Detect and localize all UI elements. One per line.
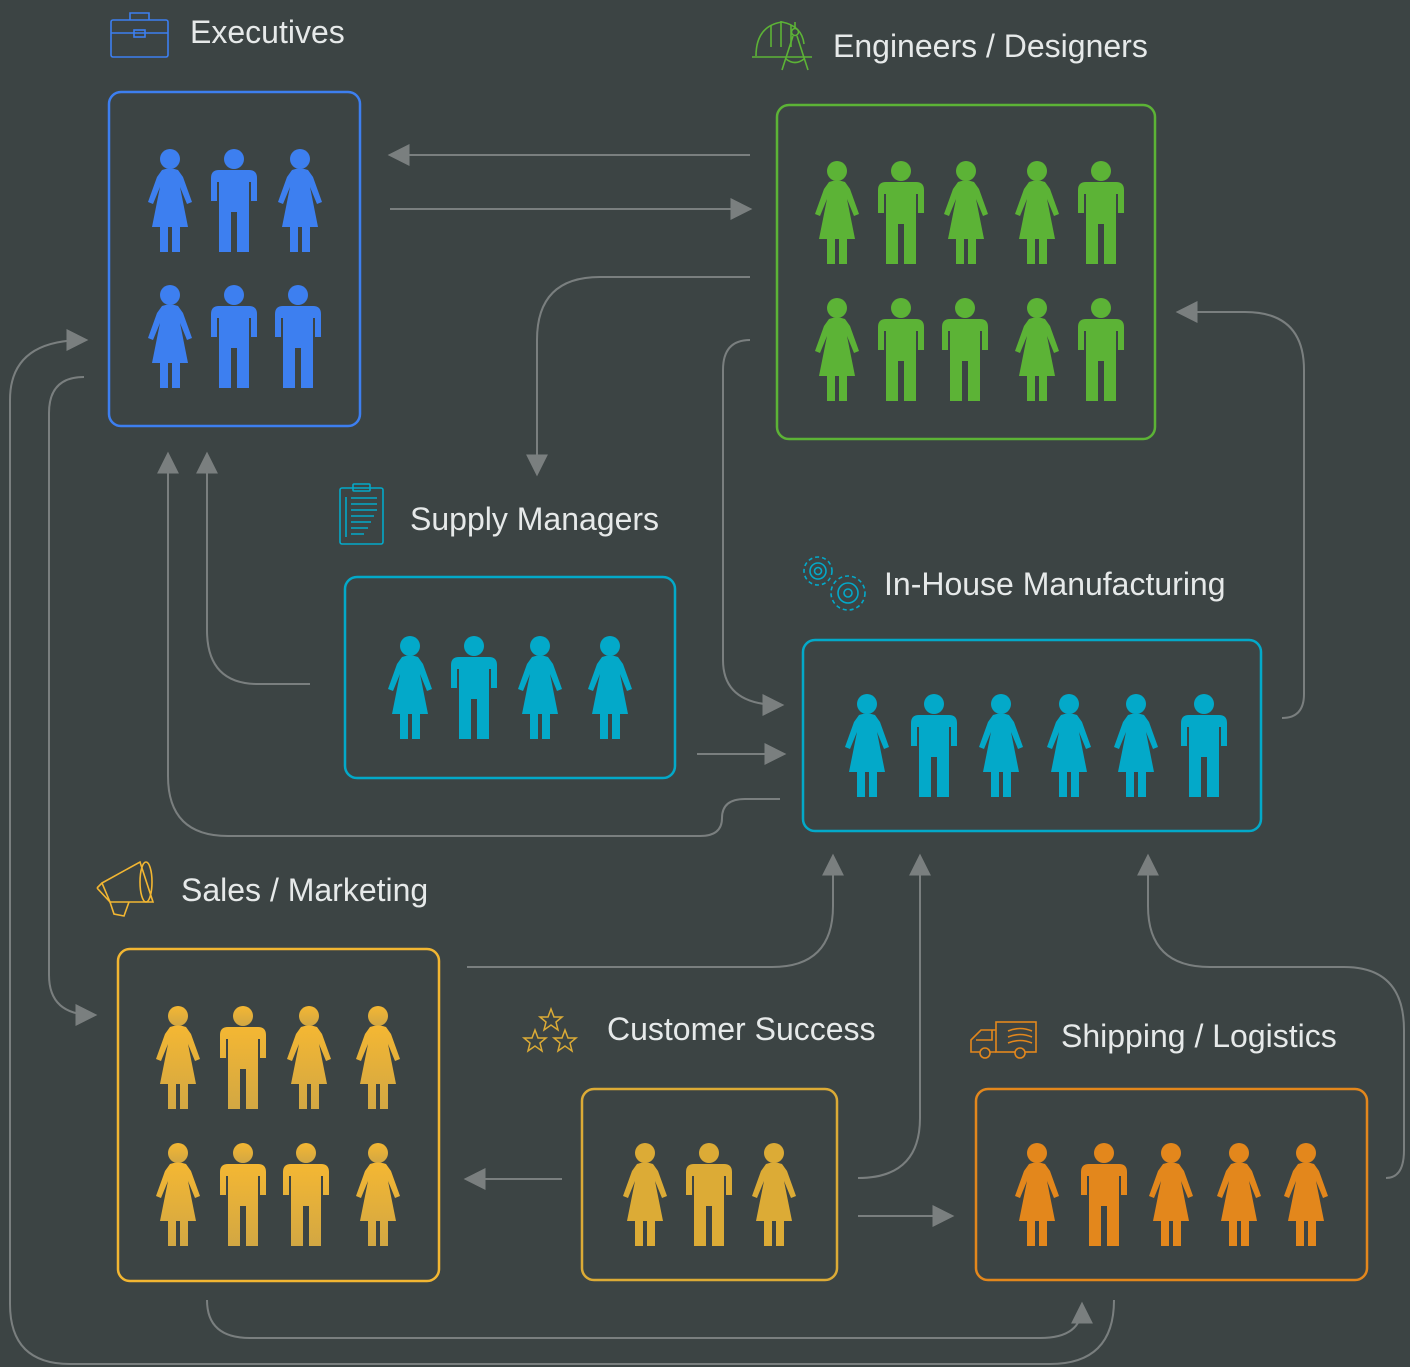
person-female-icon bbox=[388, 636, 432, 739]
person-male-icon bbox=[1078, 161, 1124, 264]
sales-box bbox=[116, 947, 441, 1283]
person-female-icon bbox=[815, 298, 859, 401]
arrow-executives-to-sales bbox=[48, 376, 98, 1026]
customer-success-label: Customer Success bbox=[607, 1011, 876, 1047]
person-female-icon bbox=[944, 161, 988, 264]
person-female-icon bbox=[979, 694, 1023, 797]
person-female-icon bbox=[1015, 161, 1059, 264]
arrow-engineers-to-supply bbox=[526, 276, 750, 477]
arrow-manufacturing-to-executives bbox=[157, 451, 780, 837]
person-female-icon bbox=[287, 1006, 331, 1109]
delivery-truck-icon bbox=[970, 1021, 1037, 1059]
person-male-icon bbox=[283, 1143, 329, 1246]
person-male-icon bbox=[686, 1143, 732, 1246]
person-female-icon bbox=[752, 1143, 796, 1246]
person-female-icon bbox=[623, 1143, 667, 1246]
arrow-loop-to-executives bbox=[9, 329, 1115, 1365]
person-female-icon bbox=[148, 149, 192, 252]
briefcase-icon bbox=[110, 12, 169, 58]
megaphone-icon bbox=[96, 860, 155, 917]
person-male-icon bbox=[275, 285, 321, 388]
clipboard-icon bbox=[339, 483, 384, 545]
person-male-icon bbox=[1181, 694, 1227, 797]
person-female-icon bbox=[1149, 1143, 1193, 1246]
person-female-icon bbox=[1114, 694, 1158, 797]
person-male-icon bbox=[220, 1006, 266, 1109]
person-female-icon bbox=[356, 1006, 400, 1109]
people-layer bbox=[148, 149, 1328, 1246]
arrow-customer-to-manufacturing bbox=[857, 853, 931, 1179]
person-male-icon bbox=[942, 298, 988, 401]
person-female-icon bbox=[588, 636, 632, 739]
person-female-icon bbox=[1217, 1143, 1261, 1246]
arrow-sales-to-manufacturing bbox=[467, 853, 844, 968]
manufacturing-label: In-House Manufacturing bbox=[884, 566, 1226, 602]
manufacturing-box bbox=[801, 638, 1263, 833]
arrow-engineers-to-manufacturing bbox=[722, 339, 785, 716]
arrow-supply-to-executives bbox=[196, 451, 310, 685]
person-female-icon bbox=[278, 149, 322, 252]
person-male-icon bbox=[220, 1143, 266, 1246]
executives-label: Executives bbox=[190, 14, 345, 50]
person-female-icon bbox=[1047, 694, 1091, 797]
person-female-icon bbox=[156, 1006, 200, 1109]
arrow-shipping-to-manufacturing bbox=[1137, 853, 1405, 1179]
person-female-icon bbox=[815, 161, 859, 264]
shipping-box bbox=[974, 1087, 1369, 1282]
person-male-icon bbox=[878, 298, 924, 401]
person-female-icon bbox=[845, 694, 889, 797]
stars-icon bbox=[521, 1006, 579, 1053]
gears-icon bbox=[803, 556, 866, 611]
person-female-icon bbox=[1284, 1143, 1328, 1246]
person-male-icon bbox=[1078, 298, 1124, 401]
supply-box bbox=[343, 575, 677, 780]
person-female-icon bbox=[1015, 1143, 1059, 1246]
engineers-box bbox=[775, 103, 1157, 441]
hardhat-compass-icon bbox=[752, 21, 812, 71]
person-male-icon bbox=[911, 694, 957, 797]
person-male-icon bbox=[451, 636, 497, 739]
person-female-icon bbox=[356, 1143, 400, 1246]
person-male-icon bbox=[878, 161, 924, 264]
person-female-icon bbox=[1015, 298, 1059, 401]
engineers-label: Engineers / Designers bbox=[833, 28, 1148, 64]
executives-box bbox=[107, 90, 362, 428]
person-male-icon bbox=[211, 285, 257, 388]
person-male-icon bbox=[1081, 1143, 1127, 1246]
arrow-sales-to-shipping bbox=[206, 1299, 1093, 1339]
sales-label: Sales / Marketing bbox=[181, 872, 428, 908]
arrow-manufacturing-to-engineers bbox=[1175, 301, 1305, 719]
person-female-icon bbox=[518, 636, 562, 739]
person-male-icon bbox=[211, 149, 257, 252]
supply-label: Supply Managers bbox=[410, 501, 659, 537]
person-female-icon bbox=[156, 1143, 200, 1246]
connectors bbox=[9, 144, 1405, 1365]
shipping-label: Shipping / Logistics bbox=[1061, 1018, 1337, 1054]
person-female-icon bbox=[148, 285, 192, 388]
customer-success-box bbox=[580, 1087, 839, 1282]
